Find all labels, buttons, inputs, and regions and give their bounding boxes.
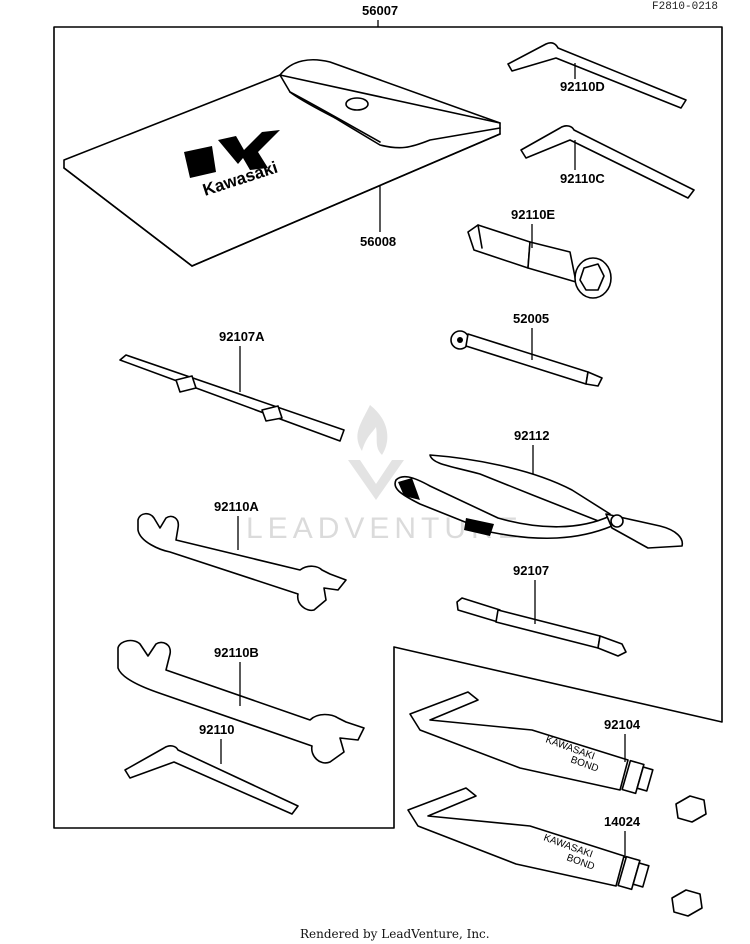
part-label-92110b[interactable]: 92110B <box>214 645 259 660</box>
footer-credit: Rendered by LeadVenture, Inc. <box>300 927 490 941</box>
drawing-code: F2810-0218 <box>652 1 718 13</box>
open-end-wrench-92110a[interactable] <box>137 512 347 612</box>
part-label-56007[interactable]: 56007 <box>362 3 398 18</box>
group-frame <box>53 26 723 829</box>
screwdriver-92107a[interactable] <box>119 354 345 442</box>
part-label-92110d[interactable]: 92110D <box>560 79 605 94</box>
part-label-92110a[interactable]: 92110A <box>214 499 259 514</box>
screwdriver-92107[interactable] <box>456 597 627 657</box>
part-label-92112[interactable]: 92112 <box>514 428 549 443</box>
bond-tube-14024[interactable]: KAWASAKI BOND <box>407 787 703 917</box>
part-label-92107[interactable]: 92107 <box>513 563 549 578</box>
handle-52005[interactable] <box>450 330 603 387</box>
part-label-14024[interactable]: 14024 <box>604 814 641 829</box>
part-label-92110c[interactable]: 92110C <box>560 171 605 186</box>
hex-wrench-92110d[interactable] <box>507 41 687 109</box>
hex-wrench-92110[interactable] <box>124 745 299 815</box>
part-label-52005[interactable]: 52005 <box>513 311 549 326</box>
part-label-92104[interactable]: 92104 <box>604 717 641 732</box>
open-end-wrench-92110b[interactable] <box>117 639 365 764</box>
part-label-92107a[interactable]: 92107A <box>219 329 265 344</box>
part-label-92110[interactable]: 92110 <box>199 722 234 737</box>
spark-plug-socket-92110e[interactable] <box>467 224 612 299</box>
part-label-92110e[interactable]: 92110E <box>511 207 555 222</box>
tool-pouch[interactable]: Kawasaki <box>63 59 501 267</box>
part-label-56008[interactable]: 56008 <box>360 234 396 249</box>
hex-wrench-92110c[interactable] <box>520 125 695 199</box>
pliers-92112[interactable] <box>394 454 684 549</box>
